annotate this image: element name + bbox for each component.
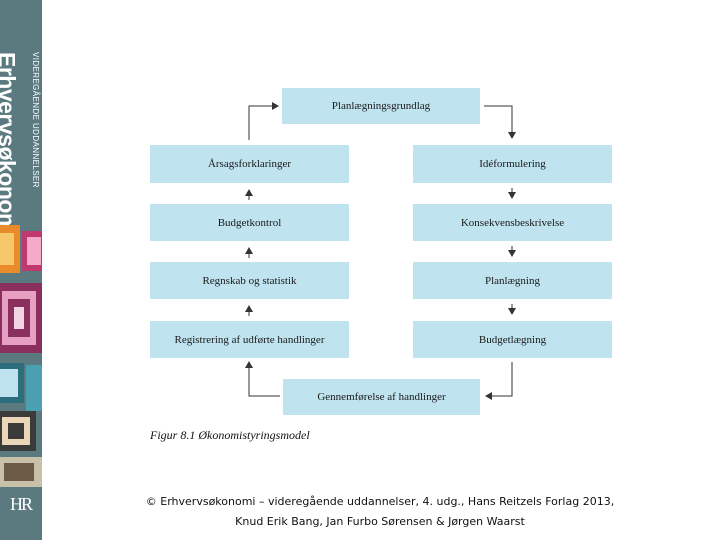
box-left-2: Budgetkontrol	[150, 204, 349, 241]
figure-caption: Figur 8.1 Økonomistyringsmodel	[150, 428, 310, 442]
box-left-1: Årsagsforklaringer	[150, 145, 349, 183]
sidebar-brand: Erhvervsøkonomi VIDEREGÅENDE UDDANNELSER	[0, 0, 42, 239]
sidebar: Erhvervsøkonomi VIDEREGÅENDE UDDANNELSER…	[0, 0, 42, 540]
box-left-4: Registrering af udførte handlinger	[150, 321, 349, 358]
box-planlaegningsgrundlag: Planlægningsgrundlag	[282, 88, 480, 124]
footer-line-1: © Erhvervsøkonomi – videregående uddanne…	[145, 495, 615, 508]
decorative-pattern	[0, 225, 42, 487]
copyright-footer: © Erhvervsøkonomi – videregående uddanne…	[80, 492, 680, 532]
box-left-3: Regnskab og statistik	[150, 262, 349, 299]
box-right-4: Budgetlægning	[413, 321, 612, 358]
publisher-logo: HR	[10, 494, 33, 514]
box-right-1: Idéformulering	[413, 145, 612, 183]
box-gennemfoerelse: Gennemførelse af handlinger	[283, 379, 480, 415]
brand-subtitle: VIDEREGÅENDE UDDANNELSER	[31, 52, 40, 188]
footer-line-2: Knud Erik Bang, Jan Furbo Sørensen & Jør…	[235, 515, 525, 528]
arrow-bottom-to-left	[245, 361, 280, 397]
arrow-to-top	[248, 102, 279, 140]
brand-title: Erhvervsøkonomi	[0, 52, 20, 239]
box-right-3: Planlægning	[413, 262, 612, 299]
arrow-top-to-right	[484, 105, 516, 139]
arrow-right-to-bottom	[485, 362, 513, 400]
box-right-2: Konsekvensbeskrivelse	[413, 204, 612, 241]
